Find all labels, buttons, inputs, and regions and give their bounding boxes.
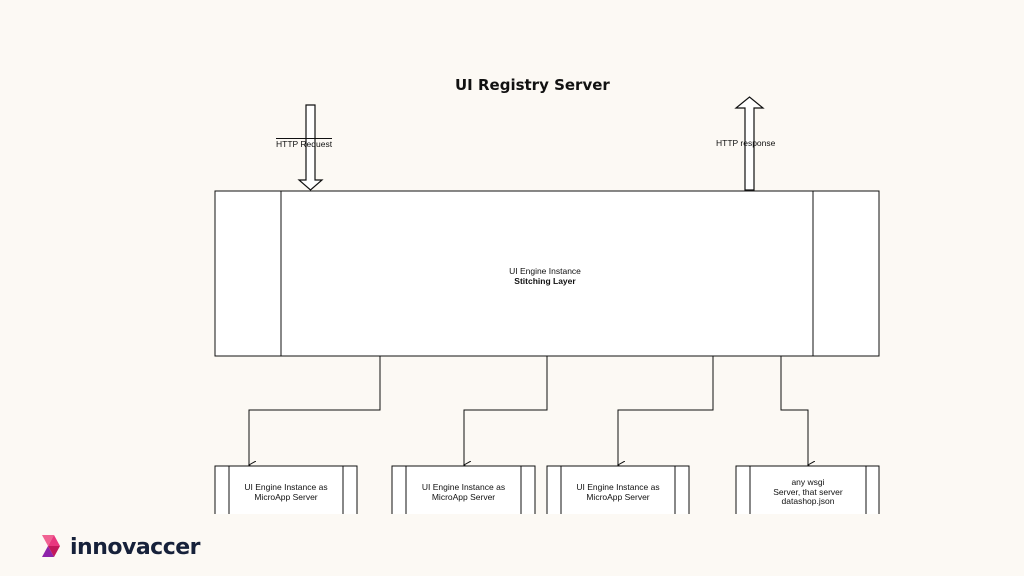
connector-1 <box>249 356 381 465</box>
stitching-layer-box <box>214 190 880 357</box>
stitching-line1: UI Engine Instance <box>509 266 581 276</box>
http-response-arrow <box>734 96 765 191</box>
http-response-label: HTTP response <box>716 138 776 148</box>
microapp-3-text: UI Engine Instance as MicroApp Server <box>561 482 675 502</box>
wsgi-line2: Server, that server <box>773 486 843 497</box>
stitching-layer-text: UI Engine Instance Stitching Layer <box>440 266 650 286</box>
connector-4 <box>780 356 808 465</box>
stitching-line2: Stitching Layer <box>514 276 576 286</box>
microapp-1-line1: UI Engine Instance as <box>244 482 328 492</box>
http-request-arrow <box>297 104 324 191</box>
microapp-1-line2: MicroApp Server <box>254 491 318 502</box>
innovaccer-mark-icon <box>42 535 60 557</box>
microapp-2-line1: UI Engine Instance as <box>421 482 506 492</box>
wsgi-line1: any wsgi <box>791 477 825 487</box>
innovaccer-logo: innovaccer <box>40 532 201 562</box>
microapp-3-line2: MicroApp Server <box>586 491 650 502</box>
microapp-3-line1: UI Engine Instance as <box>576 482 660 492</box>
wsgi-text: any wsgi Server, that server datashop.js… <box>750 477 866 507</box>
connector-3 <box>618 356 714 465</box>
microapp-1-text: UI Engine Instance as MicroApp Server <box>229 482 343 502</box>
connector-2 <box>464 356 548 465</box>
microapp-2-text: UI Engine Instance as MicroApp Server <box>406 482 521 502</box>
http-request-label: HTTP Request <box>276 138 333 149</box>
wsgi-line3: datashop.json <box>781 496 835 506</box>
innovaccer-logo-text: innovaccer <box>70 534 201 560</box>
diagram-title: UI Registry Server <box>455 76 610 94</box>
microapp-2-line2: MicroApp Server <box>431 491 496 502</box>
